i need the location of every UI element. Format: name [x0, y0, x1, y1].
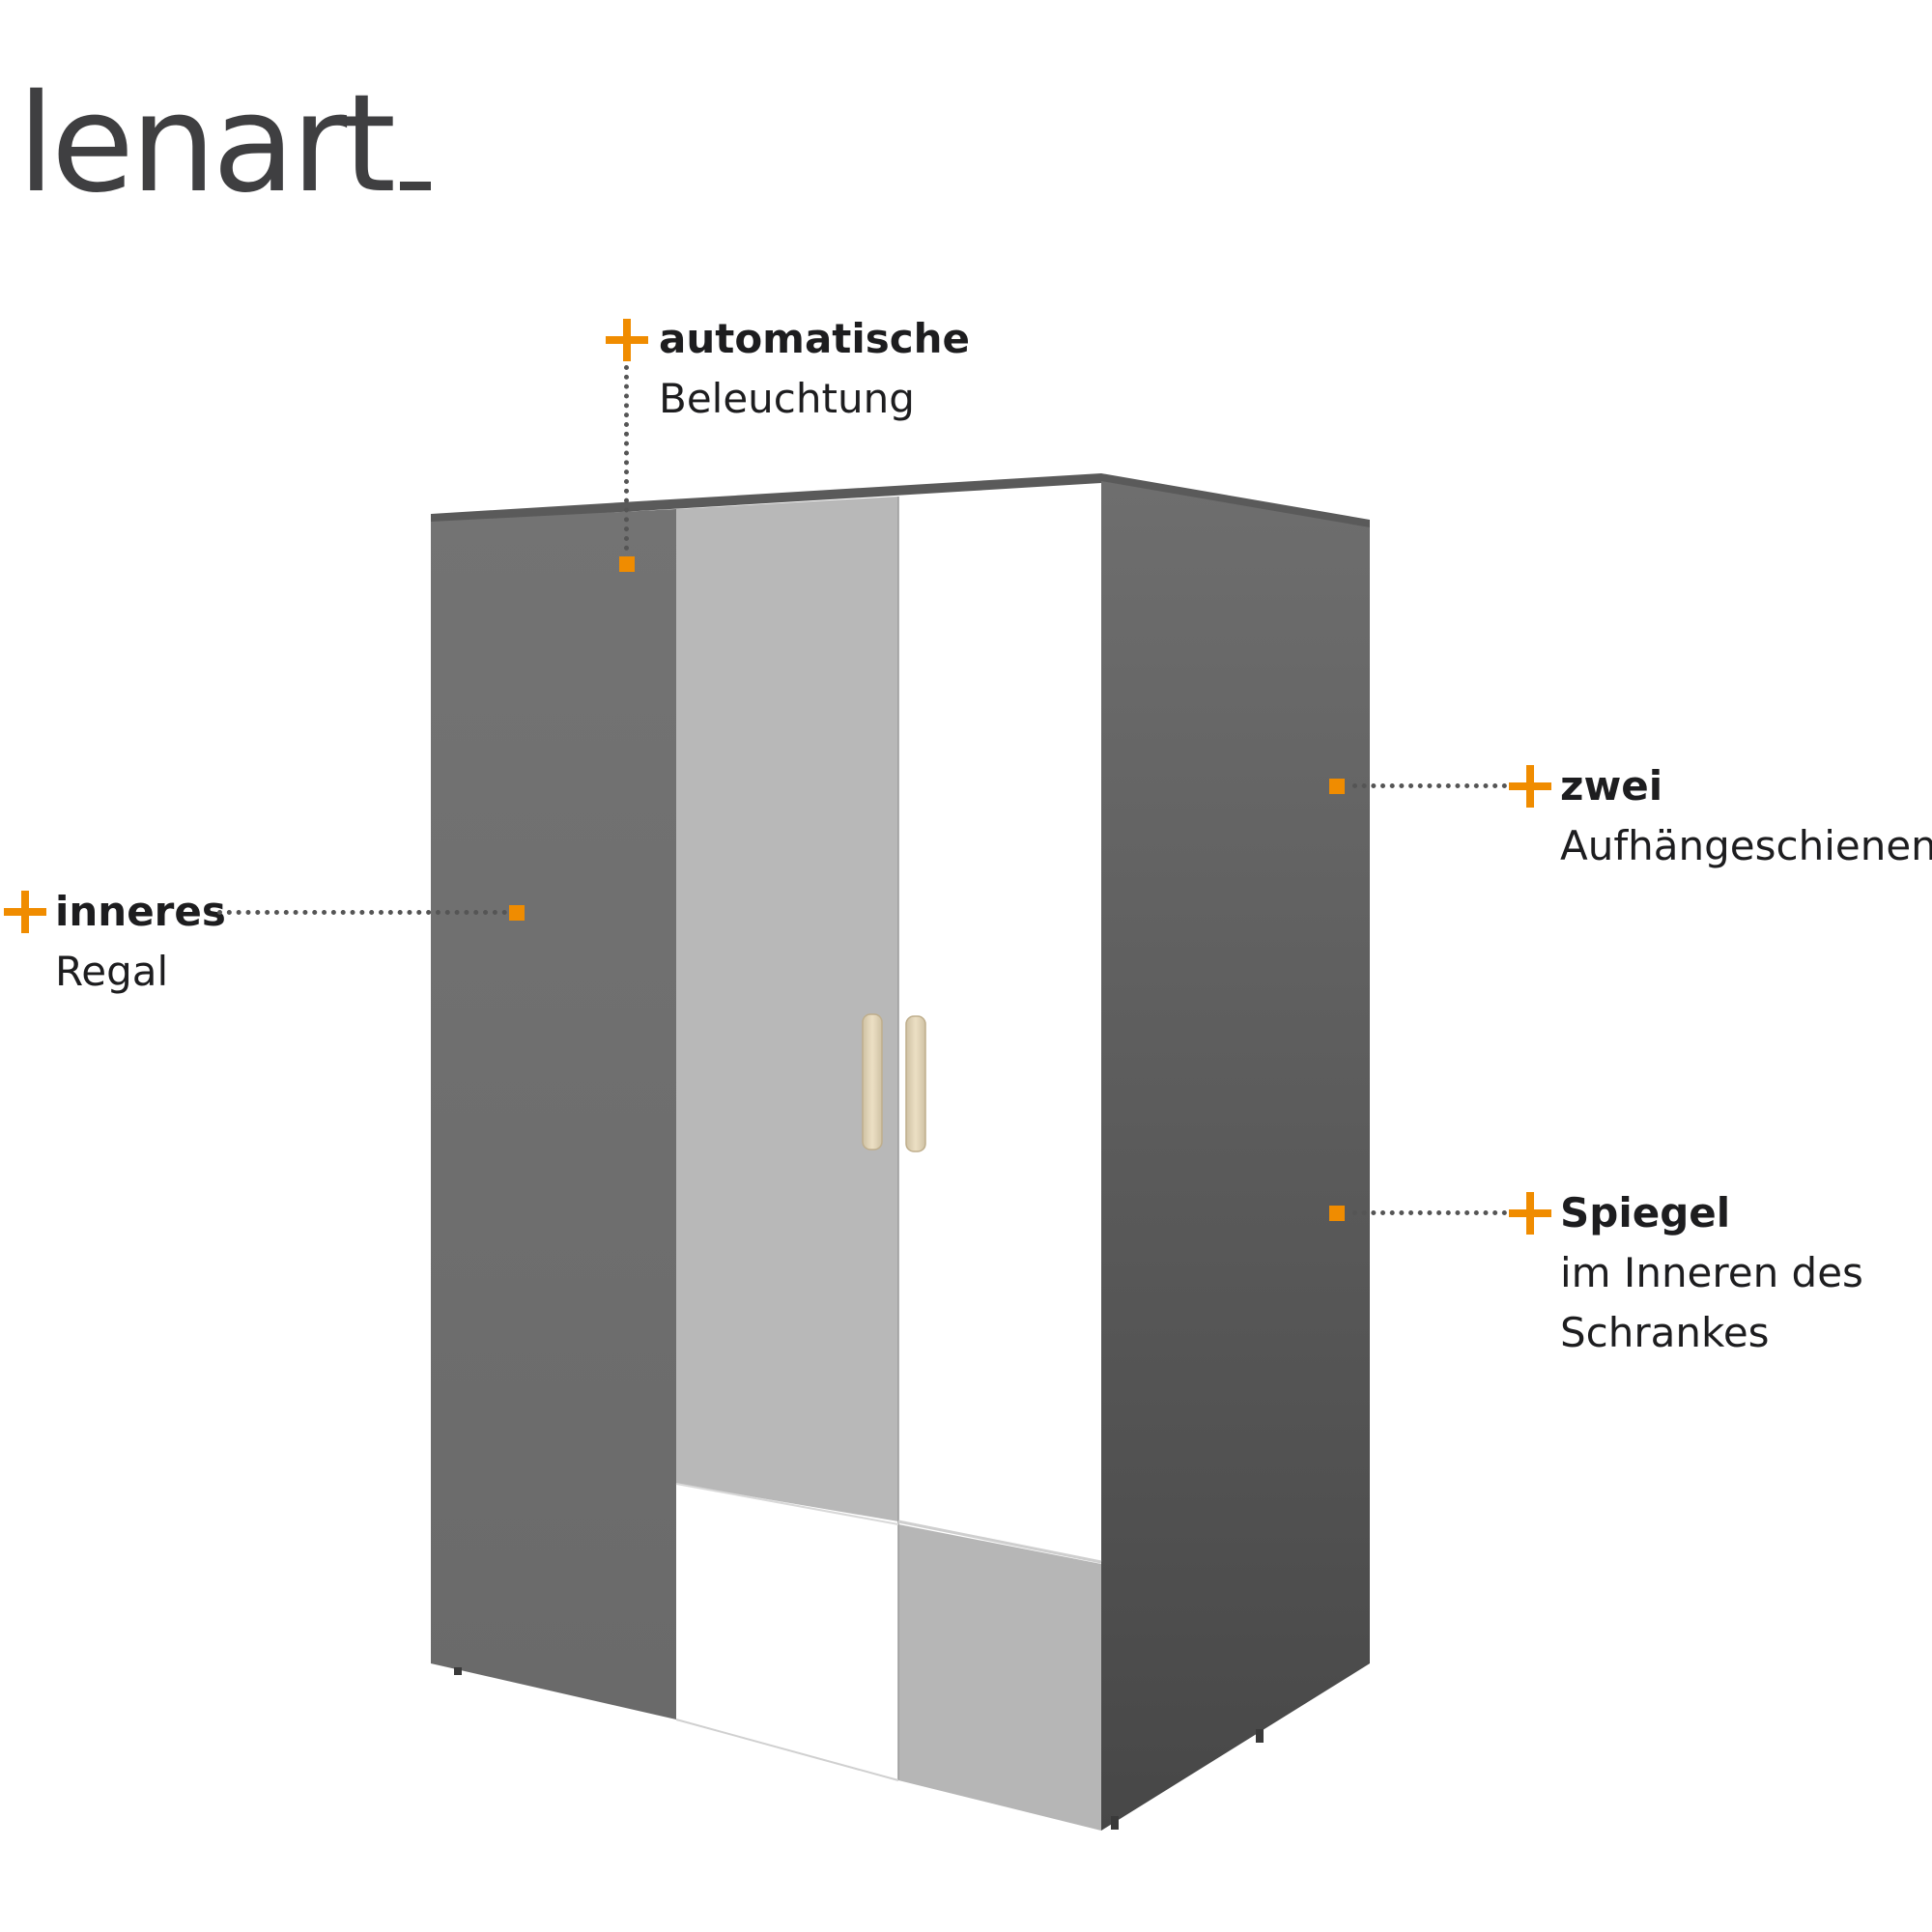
feature-marker [509, 905, 525, 921]
feature-connector [217, 910, 507, 915]
feature-line: Schrankes [1560, 1309, 1770, 1356]
drawer-left [676, 1484, 898, 1780]
feature-title: zwei [1560, 762, 1663, 810]
feature-line: Regal [55, 948, 169, 995]
feature-line: Beleuchtung [659, 375, 915, 422]
feature-title: inneres [55, 888, 226, 935]
feature-connector [624, 365, 629, 551]
drawer-right [898, 1524, 1101, 1831]
feature-marker [1329, 1206, 1345, 1221]
feature-connector [1352, 1210, 1507, 1215]
feature-plus-icon [1509, 765, 1551, 808]
brand-logo: lenart [17, 77, 432, 213]
feature-title: Spiegel [1560, 1189, 1731, 1236]
feature-marker [619, 556, 635, 572]
feature-plus-icon [606, 319, 648, 361]
cabinet-right-side [1101, 481, 1370, 1831]
handle-left [862, 1013, 883, 1151]
feature-connector [1352, 783, 1507, 788]
feature-line: Aufhängeschienen [1560, 822, 1932, 869]
cabinet-left-panel [431, 509, 676, 1719]
feature-plus-icon [1509, 1192, 1551, 1235]
logo-underscore [400, 182, 432, 190]
door-left [676, 497, 898, 1521]
feature-rails-label: zwei Aufhängeschienen [1560, 756, 1932, 876]
feature-marker [1329, 779, 1345, 794]
handle-right [905, 1015, 926, 1152]
door-right [898, 485, 1101, 1562]
logo-text: lenart [17, 66, 396, 223]
feature-mirror-label: Spiegel im Inneren des Schrankes [1560, 1183, 1863, 1363]
feature-title: automatische [659, 315, 971, 362]
feature-lighting-label: automatische Beleuchtung [659, 309, 970, 429]
feature-line: im Inneren des [1560, 1249, 1863, 1296]
feature-shelf-label: inneres Regal [55, 882, 226, 1002]
feature-plus-icon [4, 891, 46, 933]
